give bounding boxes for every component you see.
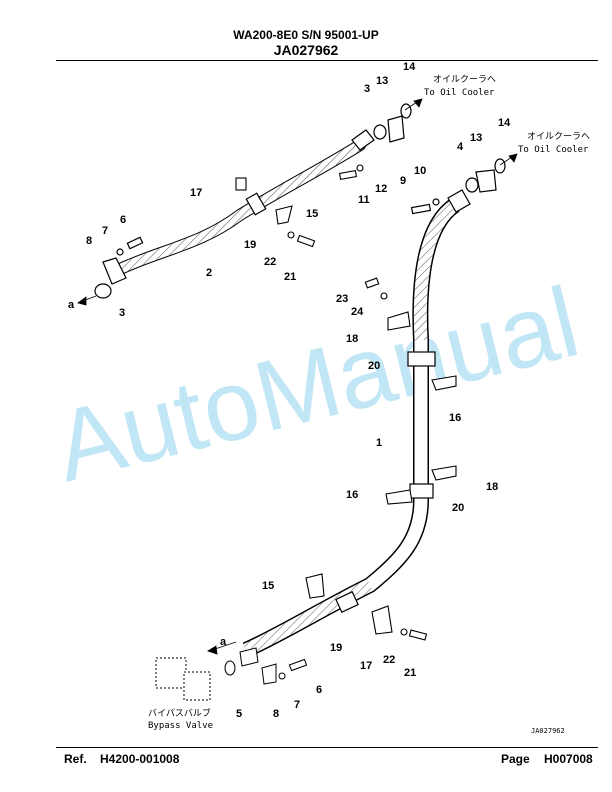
drawing-code-stamp: JA027962 (531, 727, 565, 735)
footer-rule (56, 747, 598, 748)
callout-3: 3 (364, 83, 370, 95)
clamps (305, 277, 457, 641)
to-oil-cooler-lower-jp: オイルクーラへ (527, 131, 590, 142)
callout-22: 22 (383, 654, 395, 666)
to-oil-cooler-upper-jp: オイルクーラへ (433, 74, 496, 85)
callout-20: 20 (368, 360, 380, 372)
callout-19: 19 (244, 239, 256, 251)
ref-value: H4200-001008 (100, 752, 180, 766)
callout-20: 20 (452, 502, 464, 514)
callout-14: 14 (403, 61, 416, 73)
watermark-text: AutoManual (44, 266, 589, 504)
page-value: H007008 (544, 752, 593, 766)
leader-lines (77, 98, 518, 655)
callout-21: 21 (404, 667, 416, 679)
callout-24: 24 (351, 306, 364, 318)
callout-7: 7 (294, 699, 300, 711)
drawing-code-title: JA027962 (273, 42, 339, 58)
model-title: WA200-8E0 S/N 95001-UP (233, 28, 379, 42)
callouts: 1 2 3 3 4 5 6 6 7 7 8 8 9 10 11 12 13 13… (68, 61, 511, 720)
bolts-upper (235, 164, 364, 248)
to-oil-cooler-lower-en: To Oil Cooler (518, 145, 589, 155)
page-label: Page (501, 752, 530, 766)
bypass-valve (155, 647, 308, 701)
upper-hose (112, 139, 366, 276)
callout-17: 17 (360, 660, 372, 672)
callout-3: 3 (119, 307, 125, 319)
callout-13: 13 (376, 75, 388, 87)
callout-1: 1 (376, 437, 382, 449)
callout-7: 7 (102, 225, 108, 237)
callout-9: 9 (400, 175, 406, 187)
callout-22: 22 (264, 256, 276, 268)
callout-15: 15 (262, 580, 274, 592)
callout-2: 2 (206, 267, 212, 279)
callout-5: 5 (236, 708, 242, 720)
callout-16: 16 (346, 489, 358, 501)
callout-18: 18 (346, 333, 358, 345)
main-pipe-flange (410, 158, 506, 215)
callout-17: 17 (190, 187, 202, 199)
callout-16: 16 (449, 412, 461, 424)
callout-a: a (220, 636, 227, 648)
callout-14: 14 (498, 117, 511, 129)
callout-18: 18 (486, 481, 498, 493)
upper-right-flange (351, 103, 412, 151)
to-oil-cooler-upper-en: To Oil Cooler (424, 88, 495, 98)
main-pipe (242, 198, 460, 658)
callout-6: 6 (120, 214, 126, 226)
header-rule (56, 60, 598, 61)
upper-left-flange (94, 236, 144, 299)
callout-a: a (68, 299, 75, 311)
callout-21: 21 (284, 271, 296, 283)
ref-label: Ref. (64, 752, 87, 766)
callout-8: 8 (273, 708, 279, 720)
callout-4: 4 (457, 141, 464, 153)
callout-6: 6 (316, 684, 322, 696)
callout-13: 13 (470, 132, 482, 144)
callout-15: 15 (306, 208, 318, 220)
callout-12: 12 (375, 183, 387, 195)
bypass-valve-en: Bypass Valve (148, 721, 213, 731)
callout-8: 8 (86, 235, 92, 247)
callout-11: 11 (358, 194, 370, 206)
callout-19: 19 (330, 642, 342, 654)
callout-23: 23 (336, 293, 348, 305)
callout-10: 10 (414, 165, 426, 177)
bypass-valve-jp: バイパスバルブ (148, 707, 211, 719)
